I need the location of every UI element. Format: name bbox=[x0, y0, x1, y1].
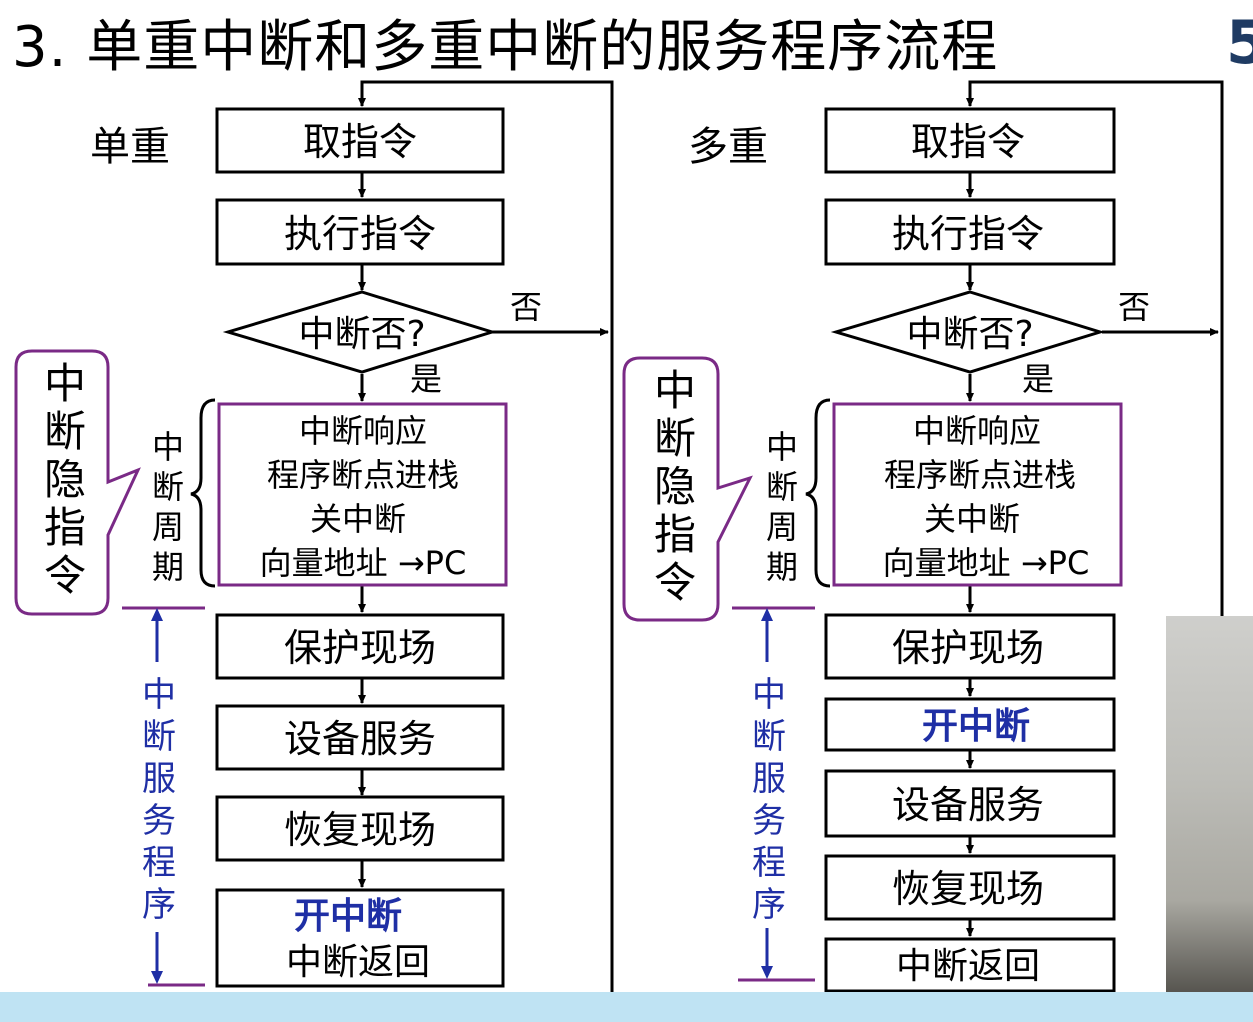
svg-text:令: 令 bbox=[654, 558, 696, 607]
svg-text:中: 中 bbox=[44, 359, 86, 408]
single-enable-text: 开中断 bbox=[294, 896, 402, 937]
svg-text:隐: 隐 bbox=[44, 455, 86, 504]
multi-execute-text: 执行指令 bbox=[892, 212, 1044, 256]
single-no-label: 否 bbox=[510, 288, 542, 326]
single-save-box bbox=[215, 613, 505, 680]
svg-text:令: 令 bbox=[44, 551, 86, 600]
single-cycle-box bbox=[217, 402, 508, 587]
single-return-text: 中断返回 bbox=[286, 942, 430, 983]
multi-cycle-line: 向量地址 →PC bbox=[883, 544, 1090, 582]
svg-text:断: 断 bbox=[752, 717, 786, 757]
svg-text:中: 中 bbox=[152, 428, 184, 466]
single-device-text: 设备服务 bbox=[284, 717, 436, 761]
single-flow: 单重 否 取指令 执行指令 中断否? 是 中断响应 程序断点进栈 关中断 向量地… bbox=[14, 80, 614, 1018]
svg-text:指: 指 bbox=[44, 503, 86, 552]
single-decision-text: 中断否? bbox=[298, 314, 425, 355]
multi-cycle-label: 中 断 周 期 bbox=[766, 428, 798, 586]
bottom-wave-decoration bbox=[0, 992, 1253, 1022]
svg-text:指: 指 bbox=[654, 510, 696, 559]
svg-text:服: 服 bbox=[752, 759, 786, 799]
multi-decision-text: 中断否? bbox=[906, 314, 1033, 355]
svg-text:务: 务 bbox=[142, 801, 176, 841]
single-restore-text: 恢复现场 bbox=[284, 808, 436, 852]
single-execute-text: 执行指令 bbox=[284, 212, 436, 256]
svg-text:服: 服 bbox=[142, 759, 176, 799]
svg-text:期: 期 bbox=[152, 548, 184, 586]
multi-callout-bubble bbox=[622, 356, 753, 622]
multi-fetch-box bbox=[824, 107, 1116, 174]
single-yes-label: 是 bbox=[410, 360, 442, 398]
svg-text:中: 中 bbox=[654, 366, 696, 415]
slide-title: 3. 单重中断和多重中断的服务程序流程 bbox=[12, 15, 999, 80]
multi-cycle-line: 关中断 bbox=[924, 500, 1020, 538]
multi-device-box bbox=[824, 769, 1116, 838]
single-callout-text: 中 断 隐 指 令 bbox=[44, 359, 86, 600]
svg-text:务: 务 bbox=[752, 801, 786, 841]
multi-cycle-line: 中断响应 bbox=[913, 412, 1041, 450]
multi-fetch-text: 取指令 bbox=[911, 120, 1025, 164]
svg-text:周: 周 bbox=[766, 508, 798, 546]
single-cycle-line: 关中断 bbox=[310, 500, 406, 538]
multi-enable-box bbox=[824, 697, 1116, 752]
svg-text:隐: 隐 bbox=[654, 462, 696, 511]
multi-save-box bbox=[824, 613, 1116, 680]
svg-text:期: 期 bbox=[766, 548, 798, 586]
single-cycle-line: 向量地址 →PC bbox=[260, 544, 467, 582]
svg-text:断: 断 bbox=[766, 468, 798, 506]
svg-text:程: 程 bbox=[142, 843, 176, 883]
single-save-text: 保护现场 bbox=[284, 626, 436, 670]
multi-enable-text: 开中断 bbox=[922, 706, 1030, 747]
single-cycle-label: 中 断 周 期 bbox=[152, 428, 184, 586]
svg-text:周: 周 bbox=[152, 508, 184, 546]
svg-text:断: 断 bbox=[152, 468, 184, 506]
single-label: 单重 bbox=[90, 124, 170, 170]
multi-cycle-brace bbox=[805, 398, 831, 588]
svg-text:中: 中 bbox=[142, 675, 176, 715]
single-cycle-brace bbox=[190, 398, 216, 588]
svg-text:断: 断 bbox=[44, 407, 86, 456]
multi-no-label: 否 bbox=[1118, 288, 1150, 326]
multi-device-text: 设备服务 bbox=[892, 783, 1044, 827]
multi-cycle-box bbox=[832, 402, 1123, 587]
svg-text:序: 序 bbox=[142, 885, 176, 925]
single-decision-diamond bbox=[222, 290, 498, 374]
multi-service-label: 中 断 服 务 程 序 bbox=[752, 675, 786, 925]
multi-return-box bbox=[824, 937, 1116, 993]
svg-text:序: 序 bbox=[752, 885, 786, 925]
webcam-overlay bbox=[1166, 616, 1253, 1022]
multi-label: 多重 bbox=[688, 124, 768, 170]
single-cycle-line: 中断响应 bbox=[299, 412, 427, 450]
single-service-label: 中 断 服 务 程 序 bbox=[142, 675, 176, 925]
multi-execute-box bbox=[824, 198, 1116, 266]
multi-yes-label: 是 bbox=[1022, 360, 1054, 398]
multi-cycle-line: 程序断点进栈 bbox=[884, 456, 1076, 494]
svg-text:中: 中 bbox=[752, 675, 786, 715]
multi-decision-diamond bbox=[830, 290, 1106, 374]
single-callout-bubble bbox=[14, 349, 141, 616]
page-number: 5 bbox=[1226, 8, 1253, 78]
multi-callout-text: 中 断 隐 指 令 bbox=[654, 366, 696, 607]
svg-text:断: 断 bbox=[142, 717, 176, 757]
single-execute-box bbox=[215, 198, 505, 266]
single-cycle-line: 程序断点进栈 bbox=[267, 456, 459, 494]
multi-return-text: 中断返回 bbox=[896, 946, 1040, 987]
multi-restore-box bbox=[824, 854, 1116, 921]
single-device-box bbox=[215, 704, 505, 771]
svg-text:断: 断 bbox=[654, 414, 696, 463]
single-restore-box bbox=[215, 795, 505, 862]
single-return-box bbox=[215, 888, 505, 988]
multi-restore-text: 恢复现场 bbox=[892, 867, 1044, 911]
single-fetch-box bbox=[215, 107, 505, 174]
svg-text:程: 程 bbox=[752, 843, 786, 883]
multi-flow: 多重 否 取指令 执行指令 中断否? 是 中断响应 程序断点进栈 关中断 向量地… bbox=[622, 80, 1224, 1018]
multi-save-text: 保护现场 bbox=[892, 626, 1044, 670]
svg-text:中: 中 bbox=[766, 428, 798, 466]
single-fetch-text: 取指令 bbox=[303, 120, 417, 164]
